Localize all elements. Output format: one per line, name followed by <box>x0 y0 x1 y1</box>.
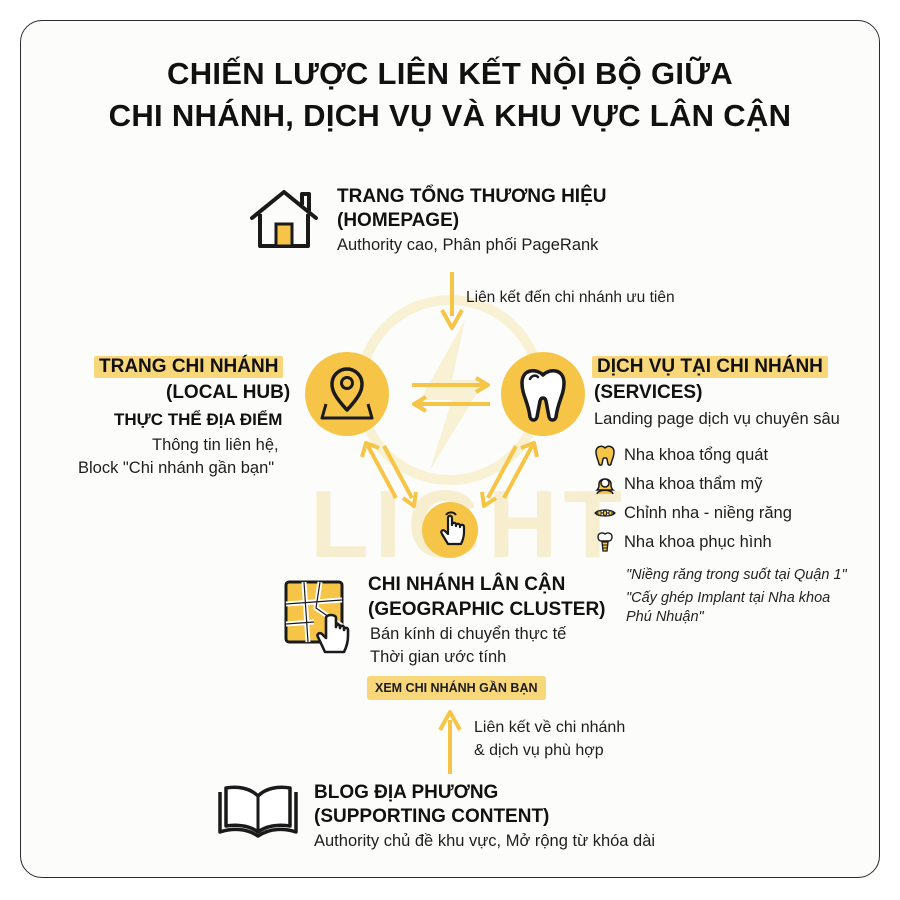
implant-icon <box>597 532 613 552</box>
blog-subtitle: (SUPPORTING CONTENT) <box>314 806 550 827</box>
page-title-line-2: CHI NHÁNH, DỊCH VỤ VÀ KHU VỰC LÂN CẬN <box>108 98 792 133</box>
open-book-icon <box>218 785 298 838</box>
services-title: DỊCH VỤ TẠI CHI NHÁNH <box>592 356 828 378</box>
branch-title: TRANG CHI NHÁNH <box>94 356 284 378</box>
nearby-desc-1: Bán kính di chuyển thực tế <box>370 625 567 643</box>
blog-title: BLOG ĐỊA PHƯƠNG <box>314 782 499 803</box>
services-desc: Landing page dịch vụ chuyên sâu <box>594 410 840 428</box>
service-item[interactable]: Nha khoa tổng quát <box>594 443 792 467</box>
map-hand-icon <box>284 580 350 654</box>
nearby-desc-2: Thời gian ước tính <box>370 648 507 666</box>
page-title-line-1: CHIẾN LƯỢC LIÊN KẾT NỘI BỘ GIỮA <box>167 56 733 91</box>
service-example-2: "Cấy ghép Implant tại Nha khoa <box>626 590 831 606</box>
arrow-services-center <box>480 441 539 508</box>
arrow-down-homepage <box>440 272 464 330</box>
service-item-label: Nha khoa thẩm mỹ <box>624 474 763 493</box>
service-item-label: Nha khoa phục hình <box>624 532 772 551</box>
homepage-subtitle: (HOMEPAGE) <box>337 210 460 231</box>
arrow-branch-center <box>360 441 418 508</box>
braces-icon <box>594 509 616 517</box>
arrow-up-blog <box>438 710 462 774</box>
branch-desc-2: Block "Chi nhánh gần bạn" <box>78 459 275 477</box>
service-item[interactable]: Nha khoa thẩm mỹ <box>594 472 792 496</box>
branch-entity-label: THỰC THỂ ĐỊA ĐIỂM <box>114 410 283 429</box>
services-list: Nha khoa tổng quát Nha khoa thẩm mỹ Chỉn… <box>594 443 792 554</box>
service-example-2-cont: Phú Nhuận" <box>626 609 704 625</box>
homepage-desc: Authority cao, Phân phối PageRank <box>337 236 599 254</box>
hand-pointer-icon <box>440 511 466 546</box>
view-nearby-branches-button[interactable]: XEM CHI NHÁNH GẦN BẠN <box>367 676 546 700</box>
branch-subtitle: (LOCAL HUB) <box>166 382 291 403</box>
service-item-label: Nha khoa tổng quát <box>624 445 769 464</box>
blog-desc: Authority chủ đề khu vực, Mở rộng từ khó… <box>314 832 656 850</box>
arrow-branch-to-services <box>412 376 490 413</box>
homepage-title: TRANG TỔNG THƯƠNG HIỆU <box>337 186 607 207</box>
woman-icon <box>595 478 615 495</box>
branch-desc-1: Thông tin liên hệ, <box>152 436 279 454</box>
service-item-label: Chỉnh nha - niềng răng <box>624 503 792 522</box>
tooth-icon <box>520 369 566 422</box>
service-example-1: "Niềng răng trong suốt tại Quận 1" <box>626 567 847 583</box>
blog-arrow-label-1: Liên kết về chi nhánh <box>474 719 626 736</box>
blog-arrow-label-2: & dịch vụ phù hợp <box>474 742 604 759</box>
nearby-title: CHI NHÁNH LÂN CẬN <box>368 574 566 595</box>
nearby-subtitle: (GEOGRAPHIC CLUSTER) <box>368 599 606 620</box>
homepage-arrow-label: Liên kết đến chi nhánh ưu tiên <box>466 289 675 306</box>
tooth-icon <box>595 445 615 466</box>
services-subtitle: (SERVICES) <box>594 382 703 403</box>
service-item[interactable]: Chỉnh nha - niềng răng <box>594 501 792 525</box>
map-pin-icon <box>320 367 374 420</box>
service-item[interactable]: Nha khoa phục hình <box>594 530 792 554</box>
house-icon <box>250 190 318 248</box>
